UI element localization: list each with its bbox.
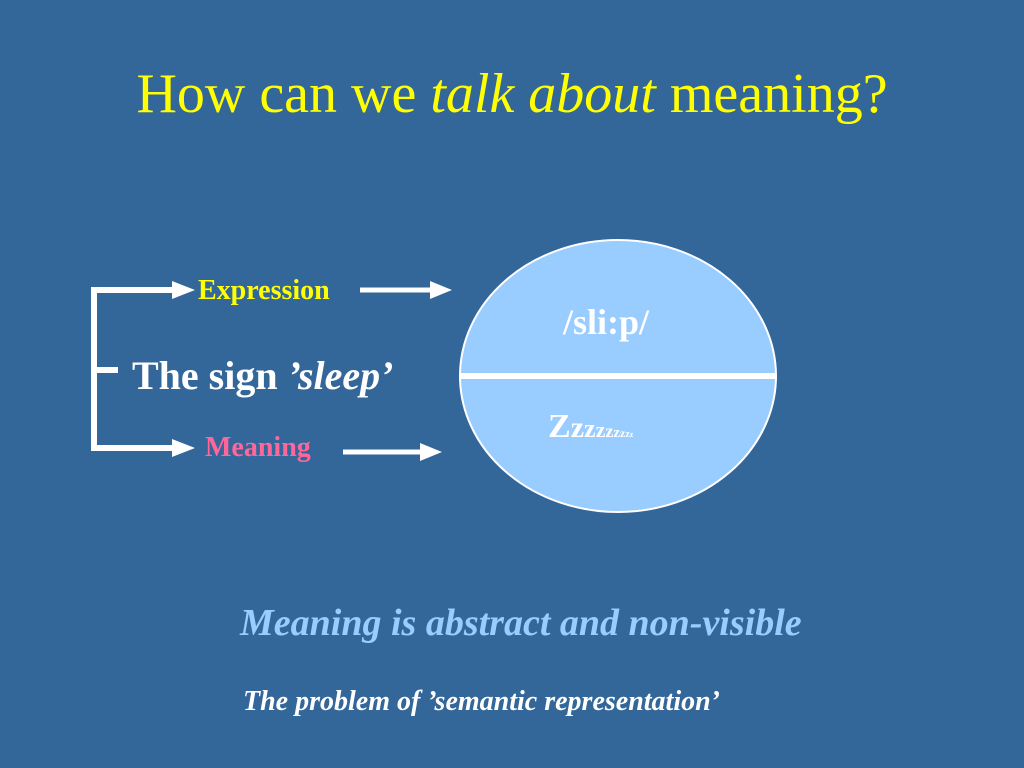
meaning-label: Meaning	[205, 432, 311, 463]
sleep-glyph: z	[570, 411, 585, 444]
slide-title: How can we talk about meaning?	[0, 66, 1024, 122]
arrowhead-to-meaning	[172, 439, 195, 457]
sign-word: ’sleep’	[287, 353, 394, 398]
arrow-expression-head	[430, 281, 452, 299]
title-emphasis: talk about	[430, 63, 656, 125]
arrow-meaning-head	[420, 443, 442, 461]
sleep-glyph: z	[595, 417, 606, 442]
sign-prefix: The sign	[132, 353, 288, 398]
sleep-glyph: z	[613, 425, 620, 441]
sleep-glyph: z	[620, 426, 626, 440]
title-part1: How can we	[136, 63, 431, 125]
expression-label: Expression	[198, 275, 330, 306]
sleep-glyph: Z	[548, 408, 571, 445]
arrowhead-to-expression	[172, 281, 195, 299]
abstract-note: Meaning is abstract and non-visible	[240, 602, 802, 644]
sleep-glyph: z	[625, 429, 630, 440]
sleep-glyph: z	[605, 421, 614, 441]
problem-note: The problem of ’semantic representation’	[243, 686, 720, 717]
sign-label: The sign ’sleep’	[132, 356, 393, 396]
sleep-glyph: z	[584, 414, 596, 443]
sleep-glyph: z	[629, 430, 634, 439]
title-part2: meaning?	[655, 63, 888, 125]
sleep-glyphs: Zzzzzzzzz	[548, 410, 633, 444]
phonetic-transcription: /sli:p/	[563, 302, 650, 342]
